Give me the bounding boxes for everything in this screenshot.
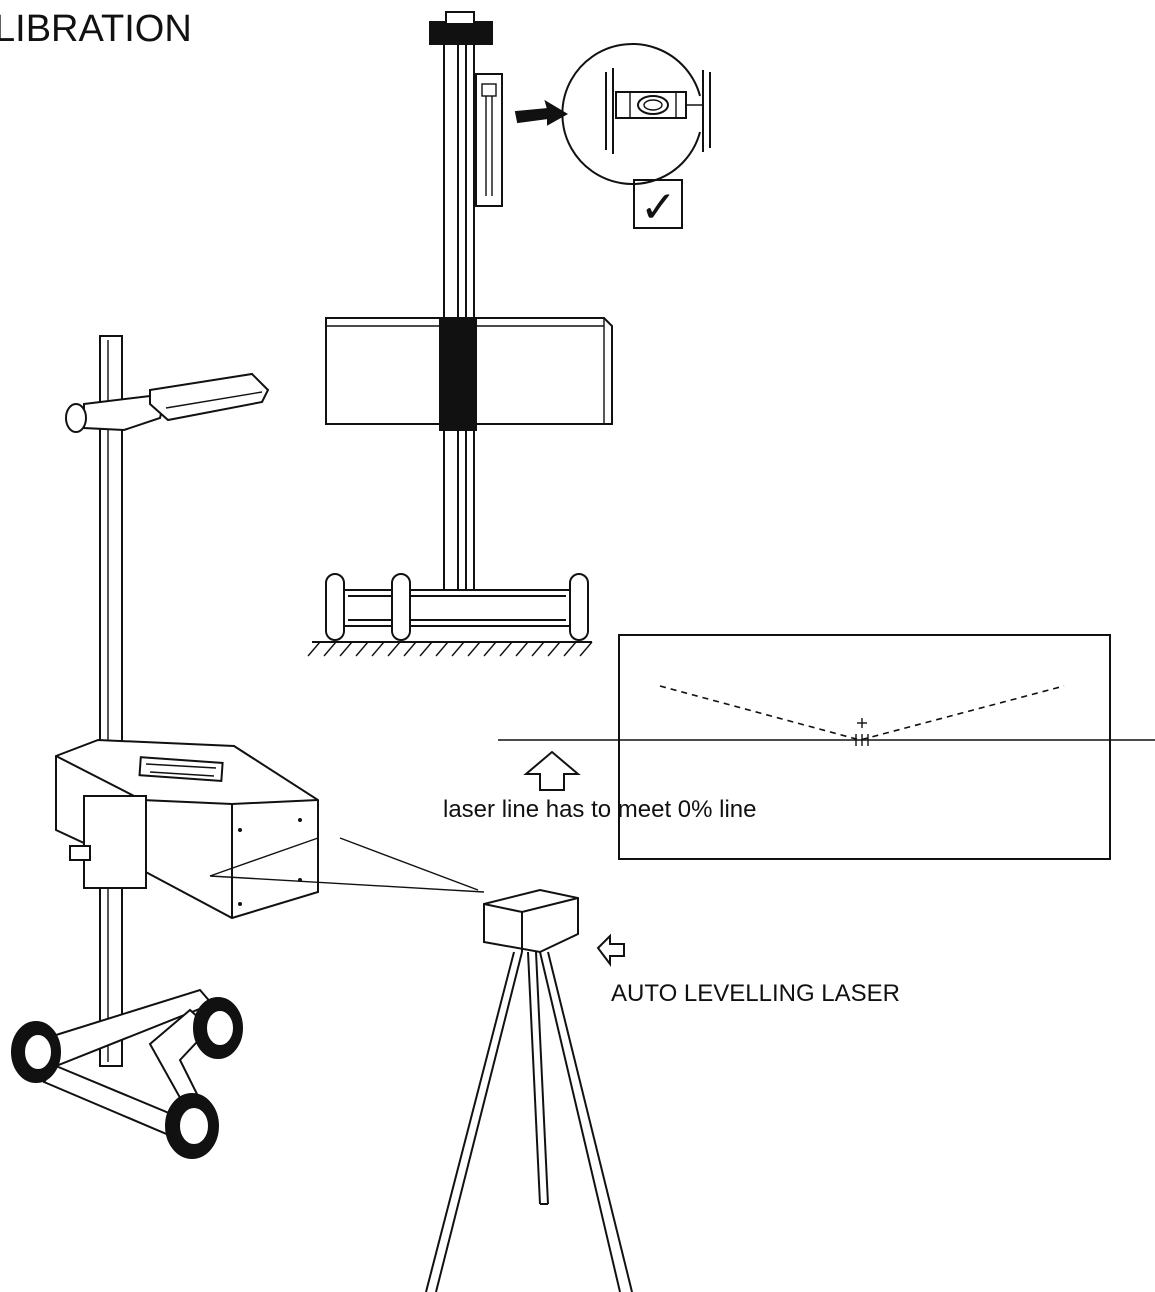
tripod (425, 951, 633, 1292)
arrow-icon (514, 99, 568, 126)
laser-line-note: laser line has to meet 0% line (443, 796, 757, 823)
tester-sight (149, 372, 270, 422)
checkbox-icon (633, 179, 683, 229)
laser-beams (209, 837, 485, 893)
optical-box (55, 738, 319, 920)
tester-column (99, 335, 123, 1067)
laser-unit (425, 888, 633, 1292)
headlamp-tester (11, 335, 319, 1159)
column-base (307, 573, 593, 657)
check-mark-icon: ✓ (640, 182, 677, 233)
spirit-level (475, 73, 503, 207)
level-bubble-detail (561, 43, 711, 185)
test-screen (498, 634, 1155, 860)
tester-wheels (11, 997, 243, 1159)
left-arrow-icon (596, 933, 625, 967)
column-cap-knob (445, 11, 475, 25)
optical-box-bracket (83, 795, 147, 889)
screen-frame (618, 634, 1111, 860)
column-cap (429, 21, 493, 45)
up-arrow-icon (523, 750, 581, 791)
column-stand: ✓ (307, 11, 711, 657)
laser-line (659, 685, 1065, 741)
laser-box (483, 888, 579, 954)
reference-board (325, 317, 613, 431)
centre-mark-icon (855, 718, 869, 746)
page-title: LIBRATION (0, 8, 192, 50)
auto-levelling-laser-label: AUTO LEVELLING LASER (611, 980, 901, 1007)
